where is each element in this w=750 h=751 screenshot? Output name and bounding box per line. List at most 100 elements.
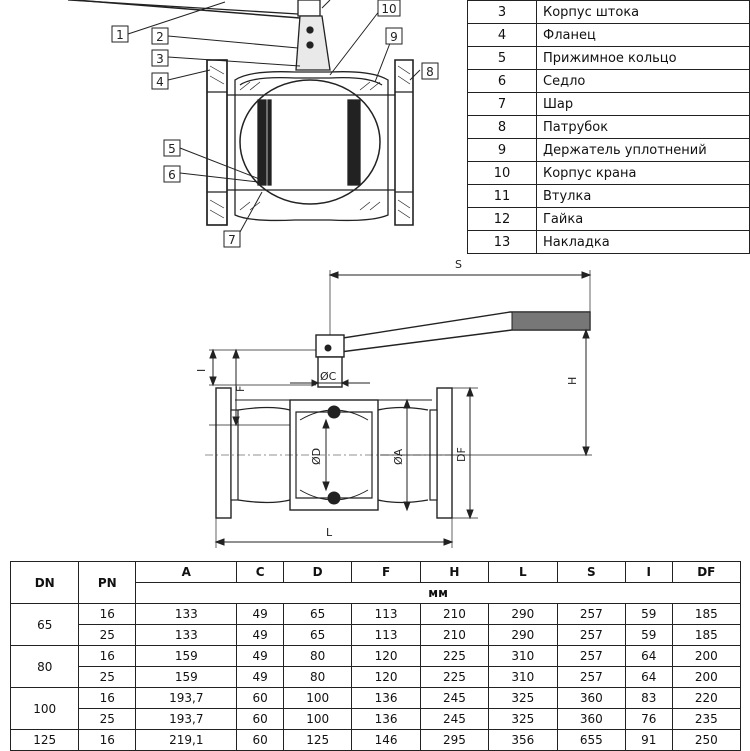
cell-pn: 16 xyxy=(78,729,137,751)
dim-c-label: ØC xyxy=(320,370,337,383)
col-df: DF xyxy=(671,561,742,583)
cell-pn: 16 xyxy=(78,687,137,709)
part-name: Накладка xyxy=(536,230,750,254)
col-f: F xyxy=(351,561,421,583)
cell-value: 65 xyxy=(282,603,353,625)
cell-value: 120 xyxy=(351,666,421,688)
callout-7: 7 xyxy=(228,233,236,247)
cell-value: 120 xyxy=(351,645,421,667)
cell-value: 225 xyxy=(419,666,490,688)
part-number: 5 xyxy=(467,46,537,70)
cell-value: 245 xyxy=(419,708,490,730)
callout-1: 1 xyxy=(116,28,124,42)
dim-a-label: ØA xyxy=(392,448,405,465)
cell-value: 310 xyxy=(488,666,558,688)
callout-9: 9 xyxy=(390,30,398,44)
col-c: C xyxy=(236,561,284,583)
cell-value: 257 xyxy=(556,603,626,625)
valve-section-drawing: 1 2 3 4 5 6 7 8 9 10 xyxy=(67,0,439,248)
part-name: Гайка xyxy=(536,207,750,231)
cell-value: 60 xyxy=(236,729,284,751)
cell-value: 125 xyxy=(282,729,353,751)
cell-value: 290 xyxy=(488,603,558,625)
cell-dn: 80 xyxy=(9,645,80,688)
cell-value: 250 xyxy=(671,729,742,751)
cell-value: 100 xyxy=(282,687,353,709)
col-l: L xyxy=(488,561,558,583)
cell-value: 325 xyxy=(488,687,558,709)
cell-value: 59 xyxy=(624,603,673,625)
cell-value: 257 xyxy=(556,645,626,667)
callout-10: 10 xyxy=(381,2,396,16)
cell-value: 60 xyxy=(236,687,284,709)
cell-value: 49 xyxy=(236,624,284,646)
cell-value: 360 xyxy=(556,687,626,709)
dim-l-label: L xyxy=(326,526,333,539)
cell-value: 310 xyxy=(488,645,558,667)
callout-2: 2 xyxy=(156,30,164,44)
part-number: 4 xyxy=(467,23,537,47)
dim-f-label: F xyxy=(234,386,247,392)
cell-value: 200 xyxy=(671,645,742,667)
cell-value: 133 xyxy=(135,603,238,625)
cell-value: 146 xyxy=(351,729,421,751)
cell-value: 245 xyxy=(419,687,490,709)
cell-value: 185 xyxy=(671,603,742,625)
cell-value: 200 xyxy=(671,666,742,688)
dim-df-label: DF xyxy=(455,447,468,462)
cell-dn: 65 xyxy=(9,603,80,646)
cell-value: 64 xyxy=(624,666,673,688)
dim-i-label: I xyxy=(195,369,208,372)
cell-value: 325 xyxy=(488,708,558,730)
part-number: 13 xyxy=(467,230,537,254)
col-dn: DN xyxy=(9,561,80,604)
cell-value: 49 xyxy=(236,603,284,625)
cell-value: 83 xyxy=(624,687,673,709)
part-name: Седло xyxy=(536,69,750,93)
cell-value: 91 xyxy=(624,729,673,751)
cell-value: 113 xyxy=(351,603,421,625)
cell-value: 193,7 xyxy=(135,708,238,730)
part-name: Патрубок xyxy=(536,115,750,139)
col-pn: PN xyxy=(78,561,137,604)
cell-value: 64 xyxy=(624,645,673,667)
cell-value: 235 xyxy=(671,708,742,730)
cell-value: 290 xyxy=(488,624,558,646)
part-name: Корпус крана xyxy=(536,161,750,185)
cell-pn: 25 xyxy=(78,708,137,730)
part-number: 3 xyxy=(467,0,537,24)
cell-value: 60 xyxy=(236,708,284,730)
part-name: Втулка xyxy=(536,184,750,208)
part-number: 11 xyxy=(467,184,537,208)
part-name: Корпус штока xyxy=(536,0,750,24)
cell-value: 655 xyxy=(556,729,626,751)
callout-4: 4 xyxy=(156,75,164,89)
cell-value: 136 xyxy=(351,708,421,730)
cell-value: 49 xyxy=(236,645,284,667)
cell-value: 159 xyxy=(135,666,238,688)
cell-value: 80 xyxy=(282,666,353,688)
part-name: Прижимное кольцо xyxy=(536,46,750,70)
callout-5: 5 xyxy=(168,142,176,156)
part-name: Держатель уплотнений xyxy=(536,138,750,162)
cell-value: 65 xyxy=(282,624,353,646)
part-number: 7 xyxy=(467,92,537,116)
cell-pn: 16 xyxy=(78,645,137,667)
part-number: 8 xyxy=(467,115,537,139)
part-number: 6 xyxy=(467,69,537,93)
